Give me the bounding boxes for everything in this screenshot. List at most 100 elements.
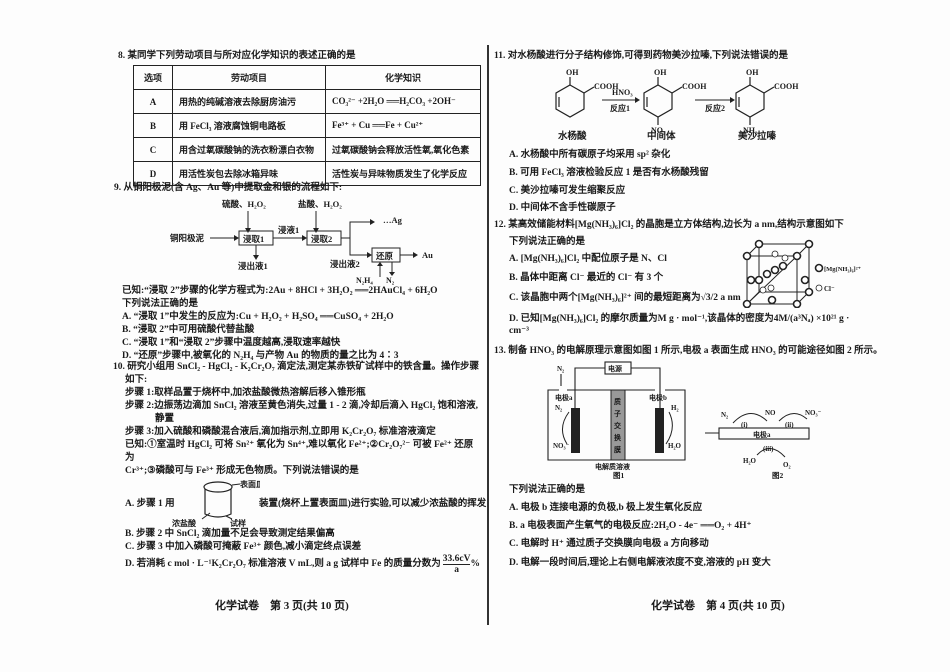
membrane-char: 换 xyxy=(614,433,622,442)
beaker-label-top: 表面皿 xyxy=(239,479,260,489)
name-salicylic-acid: 水杨酸 xyxy=(558,132,587,142)
membrane-char: 交 xyxy=(614,421,622,430)
flow-reagent1: 硫酸、H₂O₂ xyxy=(222,199,266,209)
electrode-a-label: 电极a xyxy=(555,393,573,402)
q9-option-b: B. “浸取 2”中可用硫酸代替盐酸 xyxy=(122,325,255,335)
name-intermediate: 中间体 xyxy=(647,132,676,142)
nh2-label: NH₂ xyxy=(743,126,758,135)
flow-ag: …Ag xyxy=(383,215,403,225)
cooh-label: COOH xyxy=(774,82,799,91)
q10-known2: Cr³⁺;③磷酸可与 Fe³⁺ 形成无色物质。下列说法错误的是 xyxy=(125,466,359,476)
fig2-step-i: (i) xyxy=(741,421,748,429)
header-cell: 化学知识 xyxy=(325,65,481,90)
q13-prompt: 下列说法正确的是 xyxy=(509,485,586,495)
cell: 过氧碳酸钠会释放活性氧,氧化色素 xyxy=(325,137,481,162)
cell: A xyxy=(133,89,173,114)
flow-box2: 浸取2 xyxy=(311,234,332,244)
cooh-label: COOH xyxy=(682,82,707,91)
q10-option-b: B. 步骤 2 中 SnCl₂ 滴加量不足会导致测定结果偏高 xyxy=(125,529,335,539)
page-footer-4: 化学试卷 第 4 页(共 10 页) xyxy=(651,600,785,612)
flow-box1: 浸取1 xyxy=(243,234,264,244)
fig2-no: NO xyxy=(765,409,776,417)
q10-known: 已知:①室温时 HgCl₂ 可将 Sn²⁺ 氧化为 Sn⁴⁺,难以氧化 Fe²⁺… xyxy=(125,440,474,463)
q12-prompt: 下列说法正确的是 xyxy=(509,237,586,247)
membrane-char: 子 xyxy=(614,410,621,418)
oh-label: OH xyxy=(654,68,667,77)
q9-prompt: 下列说法正确的是 xyxy=(122,299,199,309)
q12-option-c: C. 该晶胞中两个[Mg(NH₃)₆]²⁺ 间的最短距离为√3/2 a nm xyxy=(509,293,741,303)
q10-fraction-num: 33.6cV xyxy=(442,554,471,565)
q11-title: 11. 对水杨酸进行分子结构修饰,可得到药物美沙拉嗪,下列说法错误的是 xyxy=(494,51,788,61)
electrolyte-label: 电解质溶液 xyxy=(595,462,631,471)
fig2-n2: N₂ xyxy=(721,411,728,419)
fig2-electrode-a: 电极a xyxy=(753,430,771,439)
cell: 用 FeCl₃ 溶液腐蚀铜电路板 xyxy=(172,113,326,138)
q10-block: 10. 研究小组用 SnCl₂ - HgCl₂ - K₂Cr₂O₇ 滴定法,测定… xyxy=(113,361,486,575)
oh-label: OH xyxy=(746,68,759,77)
figure-2-caption: 图2 xyxy=(772,471,784,480)
q11-option-d: D. 中间体不含手性碳原子 xyxy=(509,203,616,213)
flow-out2: 浸出液2 xyxy=(330,259,360,269)
name-mesalazine: 美沙拉嗪 xyxy=(738,132,777,142)
cell: 用含过氧碳酸钠的洗衣粉漂白衣物 xyxy=(172,137,326,162)
q10-fraction-den: a xyxy=(454,565,459,575)
electrode-b-label: 电极b xyxy=(649,393,667,402)
fig2-step-iii: (iii) xyxy=(763,445,774,453)
flow-au: Au xyxy=(422,250,433,260)
cell: 活性炭与异味物质发生了化学反应 xyxy=(325,161,481,186)
q9-option-c: C. “浸取 1”和“浸取 2”步骤中温度越高,浸取速率越快 xyxy=(122,338,341,348)
header-cell: 选项 xyxy=(133,65,173,90)
q9-known: 已知:“浸取 2”步骤的化学方程式为:2Au + 8HCl + 3H₂O₂ ══… xyxy=(122,286,438,296)
fig2-no3: NO₃⁻ xyxy=(805,409,822,417)
q10-fraction: 33.6cV a xyxy=(442,554,471,575)
h2o-label: H₂O xyxy=(668,442,682,450)
q10-step1: 步骤 1:取样品置于烧杯中,加浓盐酸微热溶解后移入锥形瓶 xyxy=(125,388,366,398)
flow-n2h4: N₂H₄ xyxy=(356,276,373,285)
q10-step2b: 静置 xyxy=(155,414,175,424)
fig2-h2o: H₂O xyxy=(743,457,757,465)
q10-option-a-row: 表面皿 浓盐酸 试样 A. 步骤 1 用 装置(烧杯上置表面皿)进行实验,可以减… xyxy=(113,478,486,528)
cell: C xyxy=(133,137,173,162)
flow-reagent2: 盐酸、H₂O₂ xyxy=(298,199,342,209)
membrane-char: 质 xyxy=(614,397,621,406)
q12-option-b: B. 晶体中距离 Cl⁻ 最近的 Cl⁻ 有 3 个 xyxy=(509,273,664,283)
electrolysis-figure-1: 电源 N₂ 电极a 电极b N₂ H₂ NO₃⁻ H₂O 质 子 交 换 膜 电… xyxy=(547,361,686,471)
q11-reaction-scheme: OH COOH OH COOH NO₂ OH COOH NH₂ HNO₃ 反应1… xyxy=(555,68,799,135)
membrane-char: 膜 xyxy=(613,445,621,454)
beaker-label-acid: 浓盐酸 xyxy=(172,518,197,528)
fig2-step-ii: (ii) xyxy=(785,421,794,429)
q10-step2: 步骤 2:边振荡边滴加 SnCl₂ 溶液至黄色消失,过量 1 - 2 滴,冷却后… xyxy=(125,401,478,411)
q8-title: 8. 某同学下列劳动项目与所对应化学知识的表述正确的是 xyxy=(118,51,356,61)
q10-step3: 步骤 3:加入硫酸和磷酸混合液后,滴加指示剂,立即用 K₂Cr₂O₇ 标准溶液滴… xyxy=(125,427,436,437)
no3-label: NO₃⁻ xyxy=(553,442,570,450)
legend-mg-complex: [Mg(NH₃)₆]²⁺ xyxy=(824,266,861,273)
q13-title: 13. 制备 HNO₃ 的电解原理示意图如图 1 所示,电极 a 表面生成 HN… xyxy=(494,346,883,356)
reaction1-label: 反应1 xyxy=(610,103,630,113)
q12-option-d: D. 已知[Mg(NH₃)₆]Cl₂ 的摩尔质量为M g · mol⁻¹,该晶体… xyxy=(509,314,850,336)
q10-option-d-row: D. 若消耗 c mol · L⁻¹K₂Cr₂O₇ 标准溶液 V mL,则 a … xyxy=(113,554,481,575)
table-header-row: 选项 劳动项目 化学知识 xyxy=(133,65,481,90)
q10-option-a2: 装置(烧杯上置表面皿)进行实验,可以减少浓盐酸的挥发 xyxy=(259,499,487,509)
flow-n2: N₂ xyxy=(386,276,395,285)
hno3-label: HNO₃ xyxy=(612,88,633,97)
n2-in-label: N₂ xyxy=(557,365,564,373)
q10-option-c: C. 步骤 3 中加入磷酸可掩蔽 Fe³⁺ 颜色,减小滴定终点误差 xyxy=(125,542,362,552)
flow-liquid1: 浸液1 xyxy=(278,225,299,235)
q11-option-a: A. 水杨酸中所有碳原子均采用 sp² 杂化 xyxy=(509,150,671,160)
q13-option-c: C. 电解时 H⁺ 通过质子交换膜向电极 a 方向移动 xyxy=(509,539,709,549)
q10-option-d: D. 若消耗 c mol · L⁻¹K₂Cr₂O₇ 标准溶液 V mL,则 a … xyxy=(125,559,441,569)
q11-option-b: B. 可用 FeCl₃ 溶液检验反应 1 是否有水杨酸残留 xyxy=(509,168,709,178)
q10-fraction-unit: % xyxy=(470,559,480,569)
beaker-diagram: 表面皿 浓盐酸 试样 xyxy=(172,479,260,528)
q11-option-c: C. 美沙拉嗪可发生缩聚反应 xyxy=(509,186,626,196)
electrode-pathway-figure-2: N₂ NO NO₃⁻ (i) (ii) 电极a (iii) H₂O O₂ xyxy=(705,409,822,469)
q9-flowchart: 硫酸、H₂O₂ 盐酸、H₂O₂ 铜阳极泥 浸取1 浸液1 浸出液1 浸取2 …A… xyxy=(170,199,433,277)
q10-option-a1: A. 步骤 1 用 xyxy=(125,499,175,509)
column-divider xyxy=(487,45,489,625)
legend-chloride: Cl⁻ xyxy=(824,285,835,293)
n2-label: N₂ xyxy=(555,404,562,412)
